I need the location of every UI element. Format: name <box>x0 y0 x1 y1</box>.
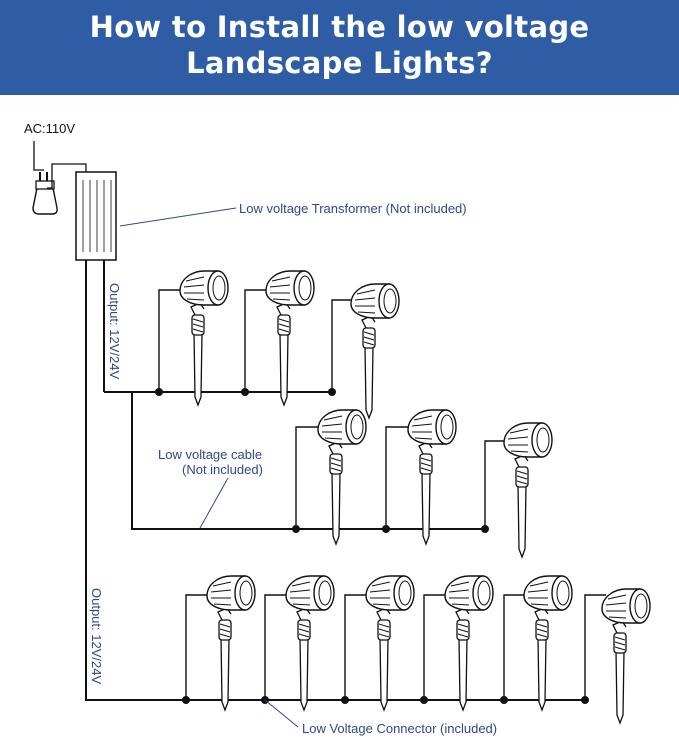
connector-dot-icon <box>382 525 390 533</box>
cable-label-line1: Low voltage cable <box>158 447 262 462</box>
spotlight-icon <box>601 588 651 724</box>
connector-dot-icon <box>155 388 163 396</box>
connector-dot-icon <box>341 696 349 704</box>
connector-dot-icon <box>481 525 489 533</box>
spotlight-icon <box>350 283 400 419</box>
spotlight-icon <box>179 270 229 406</box>
spotlight-icon <box>407 409 457 545</box>
page-title-line1: How to Install the low voltage <box>89 10 590 44</box>
connector-dot-icon <box>241 388 249 396</box>
connector-dot-icon <box>581 696 589 704</box>
output-label-top: Output: 12V/24V <box>107 283 122 379</box>
connector-label: Low Voltage Connector (included) <box>302 721 497 736</box>
plug-icon <box>32 141 58 215</box>
spotlight-icon <box>365 575 415 711</box>
spotlight-icon <box>206 575 256 711</box>
spotlight-icon <box>317 409 367 545</box>
connector-dot-icon <box>292 525 300 533</box>
ac-label: AC:110V <box>24 121 75 136</box>
page-title-line2: Landscape Lights? <box>186 46 493 80</box>
cable-label-line2: (Not included) <box>182 462 263 477</box>
header-banner: How to Install the low voltage Landscape… <box>0 0 679 95</box>
spotlight-icon <box>265 270 315 406</box>
spotlight-icon <box>444 575 494 711</box>
transformer-icon <box>75 171 117 261</box>
connector-dot-icon <box>500 696 508 704</box>
transformer-label: Low voltage Transformer (Not included) <box>239 201 467 216</box>
spotlight-icon <box>285 575 335 711</box>
spotlight-icon <box>523 575 573 711</box>
connector-dot-icon <box>420 696 428 704</box>
output-label-bottom: Output: 12V/24V <box>89 588 104 684</box>
connector-dot-icon <box>182 696 190 704</box>
spotlight-icon <box>503 422 553 558</box>
connector-dot-icon <box>328 388 336 396</box>
